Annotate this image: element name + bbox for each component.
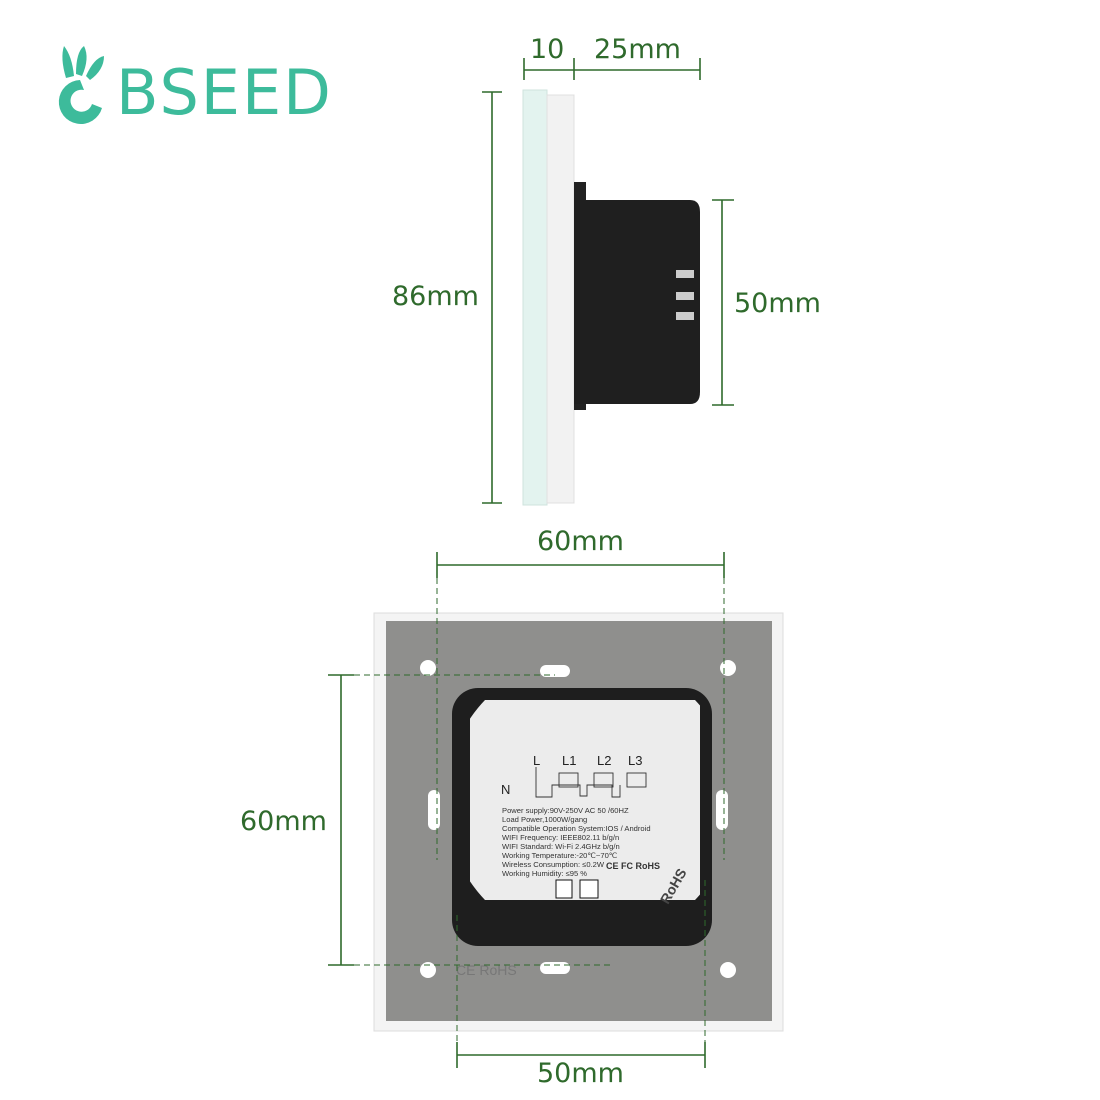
vertical-hole-spacing-label: 60mm xyxy=(240,806,327,837)
terminal-label-l: L xyxy=(533,753,540,768)
terminal-label-l1: L1 xyxy=(562,753,576,768)
back-plate xyxy=(546,94,575,504)
front-glass-plate xyxy=(522,89,548,506)
logo-text: BSEED xyxy=(116,56,333,129)
spec-list: Power supply:90V-250V AC 50 /60HZ Load P… xyxy=(502,806,651,878)
wifi-icon xyxy=(579,879,599,899)
terminal xyxy=(676,292,694,300)
spec-line: WIFI Standard: Wi-Fi 2.4GHz b/g/n xyxy=(502,842,620,851)
plate-thickness-label: 10 xyxy=(530,34,564,65)
certification-marks: CE FC RoHS xyxy=(606,861,660,871)
terminal-label-l2: L2 xyxy=(597,753,611,768)
terminal xyxy=(676,312,694,320)
spec-line: WIFI Frequency: IEEE802.11 b/g/n xyxy=(502,833,619,842)
spec-line: Working Temperature:-20℃~70℃ xyxy=(502,851,618,860)
spec-line: Wireless Consumption: ≤0.2W xyxy=(502,860,605,869)
switch-body xyxy=(574,200,700,404)
plate-mark: CE RoHS xyxy=(456,962,517,978)
side-view: 10 25mm 86mm 50mm xyxy=(392,34,821,506)
logo-mark-icon xyxy=(58,46,104,124)
clip xyxy=(574,182,586,202)
neutral-label: N xyxy=(501,782,510,797)
terminal xyxy=(676,270,694,278)
depth-label: 25mm xyxy=(594,34,681,65)
switch-symbol-icon xyxy=(555,879,573,899)
spec-line: Load Power,1000W/gang xyxy=(502,815,587,824)
spec-line: Power supply:90V-250V AC 50 /60HZ xyxy=(502,806,629,815)
spec-line: Compatible Operation System:IOS / Androi… xyxy=(502,824,651,833)
width-label: 60mm xyxy=(537,526,624,557)
height-label: 86mm xyxy=(392,281,479,312)
spec-line: Working Humidity: ≤95 % xyxy=(502,869,587,878)
module-height-label: 50mm xyxy=(734,288,821,319)
module-label xyxy=(470,700,700,900)
horizontal-hole-spacing-label: 50mm xyxy=(537,1058,624,1089)
terminal-label-l3: L3 xyxy=(628,753,642,768)
bseed-logo: BSEED xyxy=(58,46,333,129)
back-view: L L1 L2 L3 N Power supply:90V-250V AC 50… xyxy=(240,526,784,1089)
